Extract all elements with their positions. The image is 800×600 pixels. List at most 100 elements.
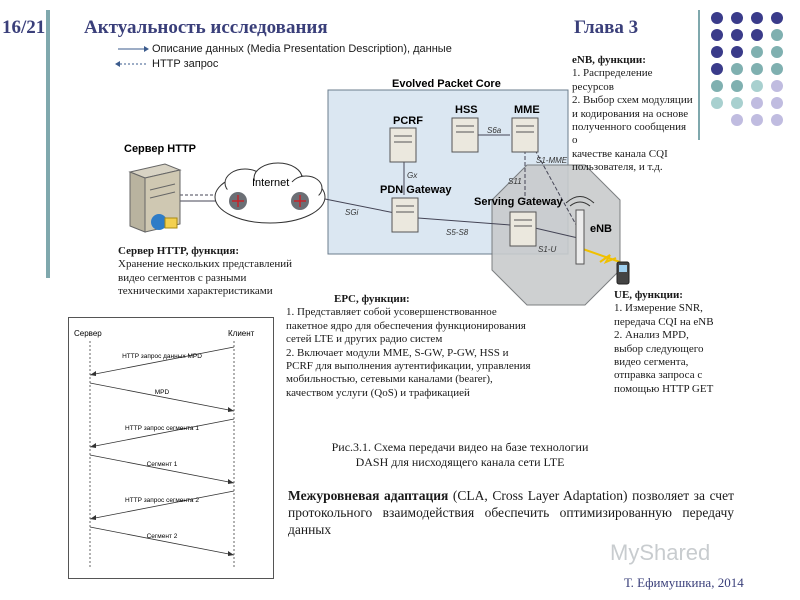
decorative-dot <box>731 97 743 109</box>
decorative-dot <box>731 80 743 92</box>
epc-functions-line: 2. Включает модули MME, S-GW, P-GW, HSS … <box>286 346 509 359</box>
sequence-message-label: HTTP запрос сегмента 2 <box>125 497 199 504</box>
legend-http-label: HTTP запрос <box>152 58 219 70</box>
sequence-arrow <box>89 526 235 556</box>
legend-lines <box>115 46 149 67</box>
right-accent-bar <box>698 10 700 140</box>
decorative-dot <box>711 97 723 109</box>
decorative-dot <box>711 46 723 58</box>
epc-functions-line: качеством услуги (QoS) и трафикацией <box>286 386 470 399</box>
serving-gateway-server-icon <box>509 211 537 247</box>
ue-functions-line: отправка запроса с <box>614 369 703 382</box>
ue-functions-line: помощью HTTP GET <box>614 382 714 395</box>
pdn-gateway-server-icon <box>391 197 419 233</box>
enb-functions-line: качестве канала CQI <box>572 147 668 160</box>
hss-label: HSS <box>455 104 478 116</box>
decorative-dot <box>731 63 743 75</box>
decorative-dot <box>771 12 783 24</box>
epc-functions-line: мобильностью, сетевыми каналами (bearer)… <box>286 373 493 386</box>
figure-caption-line: DASH для нисходящего канала сети LTE <box>355 455 565 469</box>
decorative-dot <box>731 114 743 126</box>
sequence-message-label: HTTP запрос сегмента 1 <box>125 425 199 432</box>
ue-functions-block: UE, функции: 1. Измерение SNR, передача … <box>614 289 744 396</box>
decorative-dot <box>771 80 783 92</box>
sequence-server-label: Сервер <box>74 329 102 338</box>
ue-functions-line: 1. Измерение SNR, <box>614 302 703 315</box>
pcrf-label: PCRF <box>393 115 423 127</box>
adaptation-text: (CLA, Cross Layer Adaptation) позволяет … <box>288 488 734 537</box>
hss-server-icon <box>451 117 479 153</box>
sequence-message-label: Сегмент 2 <box>147 533 178 540</box>
iface-s1mme-label: S1-MME <box>536 156 568 165</box>
serving-gateway-label: Serving Gateway <box>474 196 564 208</box>
decorative-dot <box>711 63 723 75</box>
http-server-functions-block: Сервер HTTP, функция: Хранение нескольки… <box>118 245 338 299</box>
mme-server-icon <box>511 117 539 153</box>
enb-functions-line: 2. Выбор схем модуляции <box>572 94 693 107</box>
decorative-dot <box>771 114 783 126</box>
ue-functions-title: UE, функции: <box>614 289 683 301</box>
pcrf-server-icon <box>389 127 417 163</box>
iface-s1u-label: S1-U <box>538 245 556 254</box>
slide-title: Актуальность исследования <box>84 17 328 38</box>
decorative-dot <box>731 12 743 24</box>
decorative-dot <box>751 12 763 24</box>
internet-cloud <box>214 162 326 224</box>
decorative-dot <box>751 46 763 58</box>
iface-gx-label: Gx <box>407 171 418 180</box>
sequence-arrow <box>89 490 235 520</box>
sequence-arrowhead <box>228 479 234 484</box>
decorative-dot <box>771 46 783 58</box>
mme-label: MME <box>514 104 540 116</box>
sequence-arrowhead <box>90 371 96 376</box>
ue-functions-line: 2. Анализ MPD, <box>614 329 689 342</box>
http-server-icon <box>128 163 182 233</box>
enb-label: eNB <box>590 223 612 235</box>
enb-functions-block: eNB, функции: 1. Распределение ресурсов … <box>572 54 694 175</box>
decorative-dots <box>711 12 783 126</box>
epc-functions-line: 1. Представляет собой усовершенствованно… <box>286 306 497 319</box>
adaptation-term: Межуровневая адаптация <box>288 488 449 503</box>
enb-functions-line: пользователя, и т.д. <box>572 161 663 174</box>
sequence-arrow <box>89 454 235 484</box>
enb-functions-line: 1. Распределение ресурсов <box>572 67 653 93</box>
sequence-diagram: Сервер Клиент HTTP запрос данных MPDMPDH… <box>68 317 274 579</box>
epc-functions-title: EPC, функции: <box>334 293 410 305</box>
decorative-dot <box>731 29 743 41</box>
pdn-gateway-label: PDN Gateway <box>380 184 452 196</box>
ue-functions-line: передача CQI на eNB <box>614 315 714 328</box>
decorative-dot <box>771 97 783 109</box>
sequence-arrow <box>89 346 235 376</box>
sequence-arrowhead <box>228 551 234 556</box>
slide-number: 16/21 <box>2 17 46 38</box>
decorative-dot <box>711 12 723 24</box>
figure-caption: Рис.3.1. Схема передачи видео на базе те… <box>300 440 620 470</box>
figure-caption-line: Рис.3.1. Схема передачи видео на базе те… <box>331 440 589 454</box>
iface-sgi-label: SGi <box>345 208 359 217</box>
iface-s6a-label: S6a <box>487 126 502 135</box>
enb-antenna-icon <box>565 196 595 265</box>
sequence-message-label: Сегмент 1 <box>147 461 178 468</box>
decorative-dot <box>711 80 723 92</box>
decorative-dot <box>771 63 783 75</box>
http-server-functions-line: техническими характеристиками <box>118 285 273 298</box>
sequence-arrowhead <box>90 443 96 448</box>
enb-functions-line: полученного сообщения о <box>572 121 687 147</box>
sequence-arrow <box>89 418 235 448</box>
decorative-dot <box>771 29 783 41</box>
http-server-functions-title: Сервер HTTP, функция: <box>118 245 240 257</box>
decorative-dot <box>751 63 763 75</box>
iface-s5s8-label: S5-S8 <box>446 228 469 237</box>
http-server-functions-line: Хранение нескольких представлений <box>118 258 293 271</box>
sequence-arrow <box>89 382 235 412</box>
sequence-message-label: MPD <box>155 389 170 396</box>
chapter-label: Глава 3 <box>574 17 639 38</box>
sequence-arrowhead <box>90 515 96 520</box>
epc-functions-block: EPC, функции: 1. Представляет собой усов… <box>286 293 576 400</box>
iface-s11-label: S11 <box>508 177 522 186</box>
epc-functions-line: пакетное ядро для обеспечения функционир… <box>286 319 526 332</box>
sequence-message-label: HTTP запрос данных MPD <box>122 353 202 360</box>
adaptation-paragraph: Межуровневая адаптация (CLA, Cross Layer… <box>288 487 734 538</box>
decorative-dot <box>751 29 763 41</box>
